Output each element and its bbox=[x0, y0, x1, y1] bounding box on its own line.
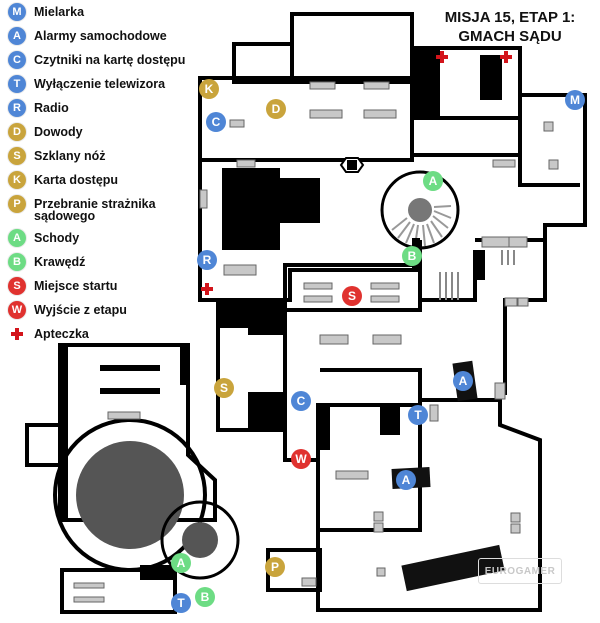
legend-item-start: S Miejsce startu bbox=[8, 277, 117, 295]
map-marker-exit[interactable]: W bbox=[291, 449, 311, 469]
map-marker-car-alarm[interactable]: A bbox=[453, 371, 473, 391]
marker-a-green-icon: A bbox=[8, 229, 26, 247]
legend-label: Szklany nóż bbox=[34, 149, 106, 163]
legend-item-exit: W Wyjście z etapu bbox=[8, 301, 127, 319]
legend-label: Apteczka bbox=[34, 327, 89, 341]
marker-c-icon: C bbox=[8, 51, 26, 69]
marker-a-icon: A bbox=[8, 27, 26, 45]
medkit-icon bbox=[436, 51, 448, 63]
legend-item-mielarka: M Mielarka bbox=[8, 3, 84, 21]
marker-p-icon: P bbox=[8, 195, 26, 213]
marker-k-icon: K bbox=[8, 171, 26, 189]
marker-s-icon: S bbox=[8, 147, 26, 165]
legend-item-tv-off: T Wyłączenie telewizora bbox=[8, 75, 165, 93]
map-marker-card-reader[interactable]: C bbox=[291, 391, 311, 411]
medkit-icon bbox=[8, 325, 26, 343]
legend-label: Alarmy samochodowe bbox=[34, 29, 167, 43]
map-marker-access-card[interactable]: K bbox=[199, 79, 219, 99]
map-marker-tv[interactable]: T bbox=[408, 405, 428, 425]
legend-item-glass-knife: S Szklany nóż bbox=[8, 147, 106, 165]
legend-item-guard-disguise: P Przebranie strażnika sądowego bbox=[8, 195, 184, 222]
legend-item-ledge: B Krawędź bbox=[8, 253, 85, 271]
legend-item-access-card: K Karta dostępu bbox=[8, 171, 118, 189]
watermark-logo: EUROGAMER bbox=[478, 558, 562, 584]
legend-item-evidence: D Dowody bbox=[8, 123, 83, 141]
marker-s-red-icon: S bbox=[8, 277, 26, 295]
legend-label: Czytniki na kartę dostępu bbox=[34, 53, 186, 67]
legend-label: Schody bbox=[34, 231, 80, 245]
legend-item-card-readers: C Czytniki na kartę dostępu bbox=[8, 51, 185, 69]
map-marker-ledge[interactable]: B bbox=[195, 587, 215, 607]
map-title-line-2: GMACH SĄDU bbox=[458, 28, 562, 45]
medkit-icon bbox=[201, 283, 213, 295]
marker-w-icon: W bbox=[8, 301, 26, 319]
legend-item-medkit: Apteczka bbox=[8, 325, 89, 343]
legend-label: Przebranie strażnika sądowego bbox=[34, 197, 156, 223]
map-marker-guard-disguise[interactable]: P bbox=[265, 557, 285, 577]
map-title-line-1: MISJA 15, ETAP 1: bbox=[444, 9, 576, 26]
medkit-icon bbox=[500, 51, 512, 63]
legend-label: Dowody bbox=[34, 125, 83, 139]
legend-label: Miejsce startu bbox=[34, 279, 118, 293]
legend-item-radio: R Radio bbox=[8, 99, 69, 117]
map-marker-radio[interactable]: R bbox=[197, 250, 217, 270]
legend-item-stairs: A Schody bbox=[8, 229, 79, 247]
map-marker-tv[interactable]: T bbox=[171, 593, 191, 613]
map-marker-stairs[interactable]: A bbox=[423, 171, 443, 191]
legend-item-car-alarms: A Alarmy samochodowe bbox=[8, 27, 167, 45]
marker-m-icon: M bbox=[8, 3, 26, 21]
map-marker-mielarka[interactable]: M bbox=[565, 90, 585, 110]
legend-label: Krawędź bbox=[34, 255, 86, 269]
marker-d-icon: D bbox=[8, 123, 26, 141]
map-marker-ledge[interactable]: B bbox=[402, 246, 422, 266]
legend-label: Karta dostępu bbox=[34, 173, 119, 187]
map-marker-evidence[interactable]: D bbox=[266, 99, 286, 119]
marker-r-icon: R bbox=[8, 99, 26, 117]
map-title: MISJA 15, ETAP 1: GMACH SĄDU bbox=[420, 8, 600, 46]
legend-label: Mielarka bbox=[34, 5, 85, 19]
marker-b-icon: B bbox=[8, 253, 26, 271]
marker-t-icon: T bbox=[8, 75, 26, 93]
map-marker-car-alarm[interactable]: A bbox=[396, 470, 416, 490]
legend-label: Wyjście z etapu bbox=[34, 303, 127, 317]
map-marker-card-reader[interactable]: C bbox=[206, 112, 226, 132]
map-marker-start[interactable]: S bbox=[342, 286, 362, 306]
map-marker-glass-knife[interactable]: S bbox=[214, 378, 234, 398]
legend-label: Radio bbox=[34, 101, 69, 115]
legend-label: Wyłączenie telewizora bbox=[34, 77, 166, 91]
map-marker-stairs[interactable]: A bbox=[171, 553, 191, 573]
